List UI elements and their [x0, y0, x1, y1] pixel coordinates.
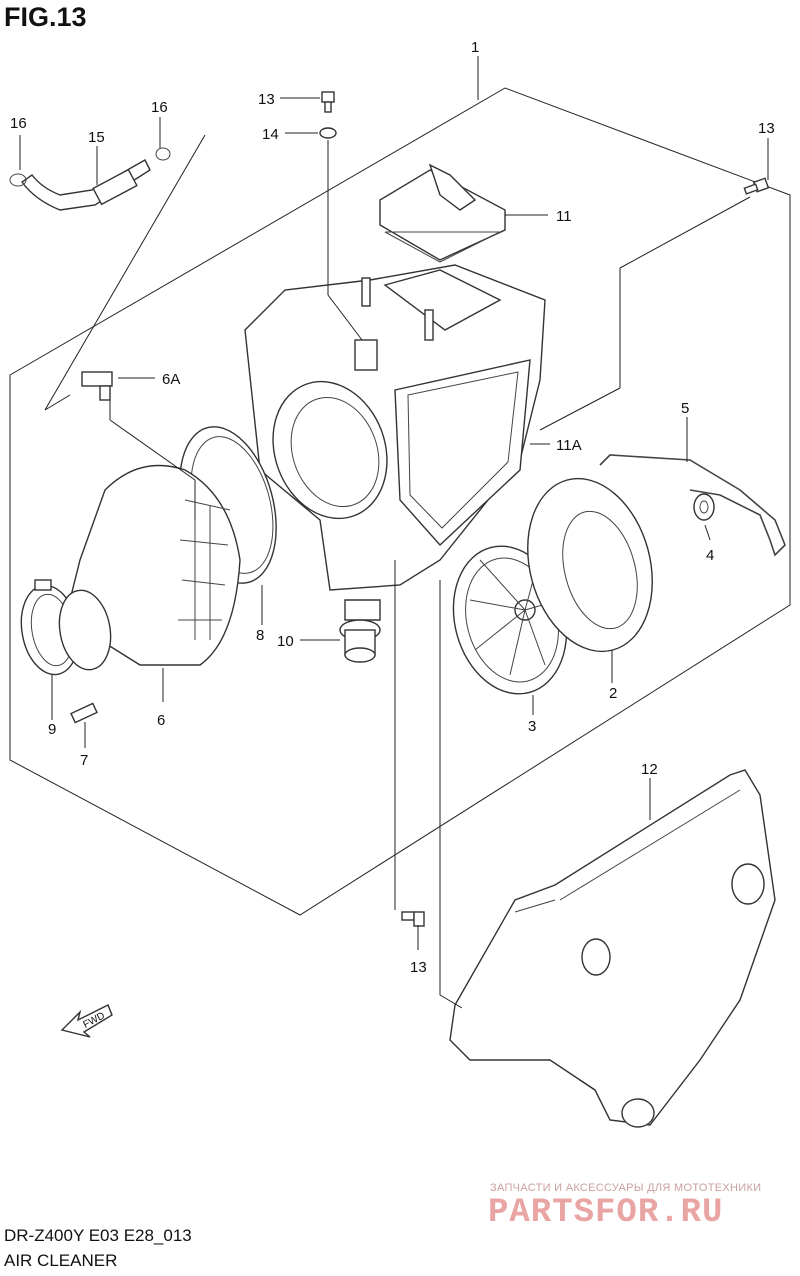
- fwd-label: FWD: [82, 1010, 107, 1030]
- leader-lines: [19, 56, 769, 1091]
- hose-outline: [44, 134, 206, 411]
- hose-clamp-right: [155, 147, 171, 161]
- callout-14: 14: [262, 126, 279, 143]
- callout-4: 4: [706, 547, 714, 564]
- callout-16-right: 16: [151, 99, 168, 116]
- wire-clip: [599, 454, 786, 557]
- fwd-arrow-icon: FWD: [60, 1004, 113, 1038]
- callout-8: 8: [256, 627, 264, 644]
- callout-6a: 6A: [162, 371, 180, 388]
- callout-7: 7: [80, 752, 88, 769]
- callout-13-top: 13: [258, 91, 275, 108]
- callout-3: 3: [528, 718, 536, 735]
- bolt-right: [743, 177, 770, 195]
- air-cleaner-case: [244, 264, 546, 621]
- callout-15: 15: [88, 129, 105, 146]
- callout-16-left: 16: [10, 115, 27, 132]
- callout-1: 1: [471, 39, 479, 56]
- washer: [319, 127, 337, 139]
- callout-11: 11: [556, 208, 572, 225]
- nut: [693, 493, 715, 521]
- duct-mouth: [58, 589, 112, 671]
- breather-hose: [21, 159, 151, 211]
- model-code: DR-Z400Y E03 E28_013: [4, 1226, 192, 1245]
- hose-clamp-left: [9, 173, 27, 187]
- watermark-caption: ЗАПЧАСТИ И АКСЕССУАРЫ ДЛЯ МОТОТЕХНИКИ: [490, 1182, 762, 1194]
- callout-13-lower: 13: [410, 959, 427, 976]
- callouts: 1 13 14 13 11 11A 16 15 16 6A 5 4 8 10 2…: [10, 39, 775, 976]
- callout-10: 10: [277, 633, 294, 650]
- assembly-outline: [9, 87, 791, 916]
- bolt-top: [321, 91, 335, 113]
- side-cover: [449, 769, 776, 1128]
- callout-11a: 11A: [556, 437, 582, 454]
- filter-element: [527, 477, 653, 653]
- section-name: AIR CLEANER: [4, 1251, 118, 1270]
- fitting-6a: [81, 371, 113, 401]
- callout-9: 9: [48, 721, 56, 738]
- callout-6: 6: [157, 712, 165, 729]
- figure-title: FIG.13: [4, 2, 87, 32]
- drain-plug: [70, 702, 98, 724]
- callout-2: 2: [609, 685, 617, 702]
- intake-duct: [69, 464, 241, 666]
- watermark-logo: PARTSFOR.RU: [488, 1194, 724, 1232]
- grommet: [339, 619, 381, 663]
- bolt-lower: [401, 911, 425, 927]
- callout-5: 5: [681, 400, 689, 417]
- intake-cover: [379, 163, 506, 263]
- callout-12: 12: [641, 761, 658, 778]
- callout-13-right: 13: [758, 120, 775, 137]
